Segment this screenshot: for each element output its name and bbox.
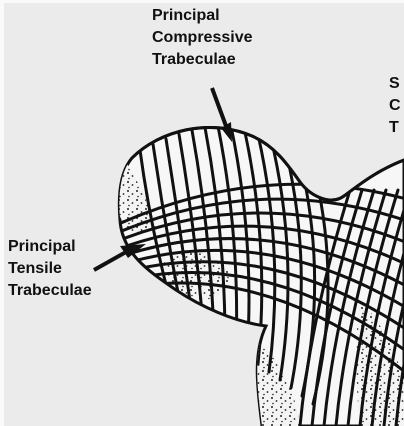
label-line: Compressive — [152, 27, 253, 49]
label-line: C — [389, 95, 404, 117]
label-line: Trabeculae — [152, 49, 253, 71]
label-secondary-trabeculae-partial: S C T — [389, 73, 404, 139]
label-principal-tensile-trabeculae: Principal Tensile Trabeculae — [8, 236, 92, 302]
label-line: Principal — [152, 5, 253, 27]
label-line: T — [389, 117, 404, 139]
label-line: Trabeculae — [8, 280, 92, 302]
label-principal-compressive-trabeculae: Principal Compressive Trabeculae — [152, 5, 253, 71]
label-line: S — [389, 73, 404, 95]
label-line: Principal — [8, 236, 92, 258]
label-line: Tensile — [8, 258, 92, 280]
